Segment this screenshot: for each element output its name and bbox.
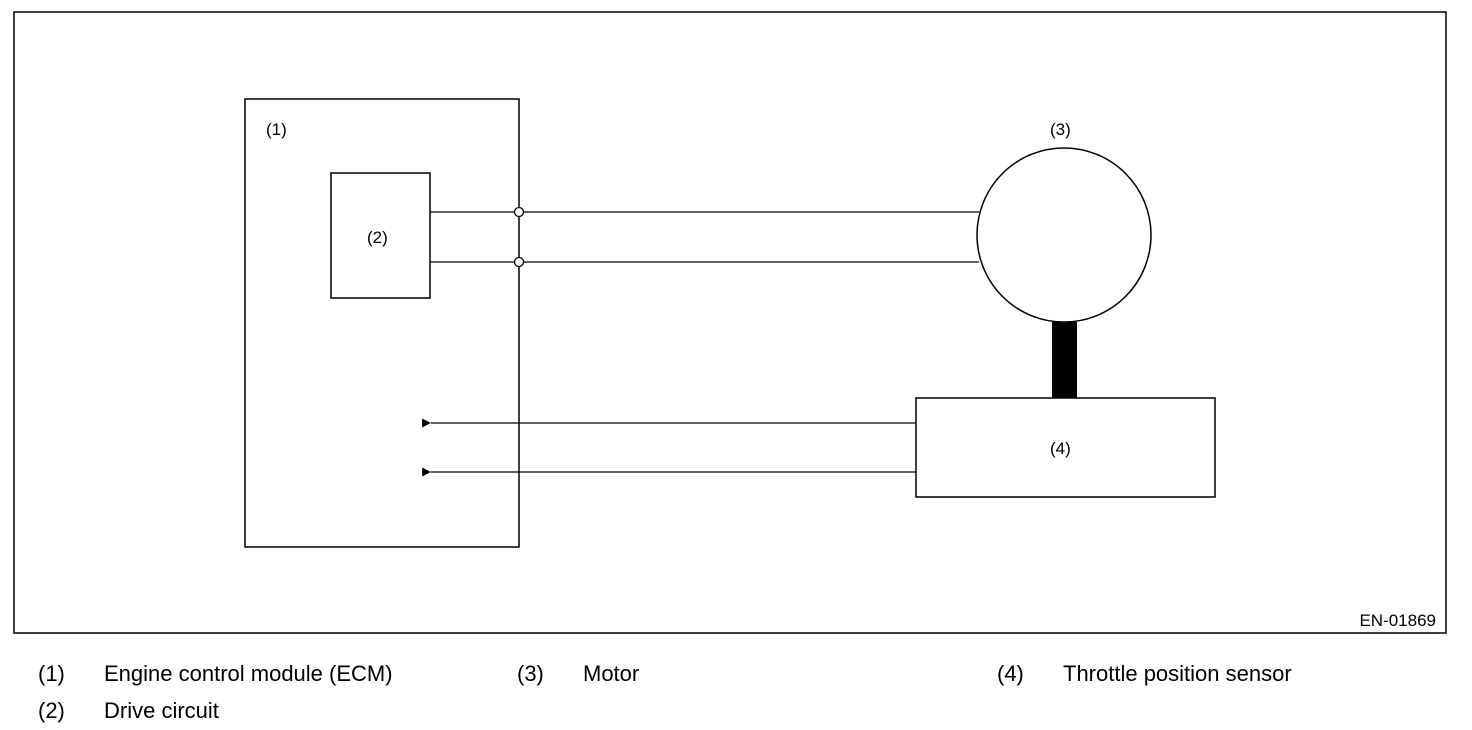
legend-text: Engine control module (ECM) [104, 661, 393, 686]
ecm-box [244, 98, 520, 548]
connector-terminal [513, 206, 525, 218]
legend-text: Drive circuit [104, 698, 219, 723]
motor-shaft [1052, 322, 1077, 398]
drive-circuit-label: (2) [367, 228, 388, 247]
motor-circle [976, 147, 1152, 323]
figure-code: EN-01869 [1359, 611, 1436, 630]
ecm-label: (1) [266, 120, 287, 139]
drive-circuit-box [330, 172, 431, 299]
legend-text: Throttle position sensor [1063, 661, 1292, 686]
legend-number: (2) [38, 698, 65, 723]
legend-number: (3) [517, 661, 544, 686]
throttle-sensor-box [915, 397, 1216, 498]
figure-frame [13, 11, 1447, 634]
throttle-sensor-label: (4) [1050, 439, 1071, 458]
legend-number: (4) [997, 661, 1024, 686]
connector-terminal [513, 256, 525, 268]
legend-text: Motor [583, 661, 640, 686]
legend-number: (1) [38, 661, 65, 686]
motor-label: (3) [1050, 120, 1071, 139]
